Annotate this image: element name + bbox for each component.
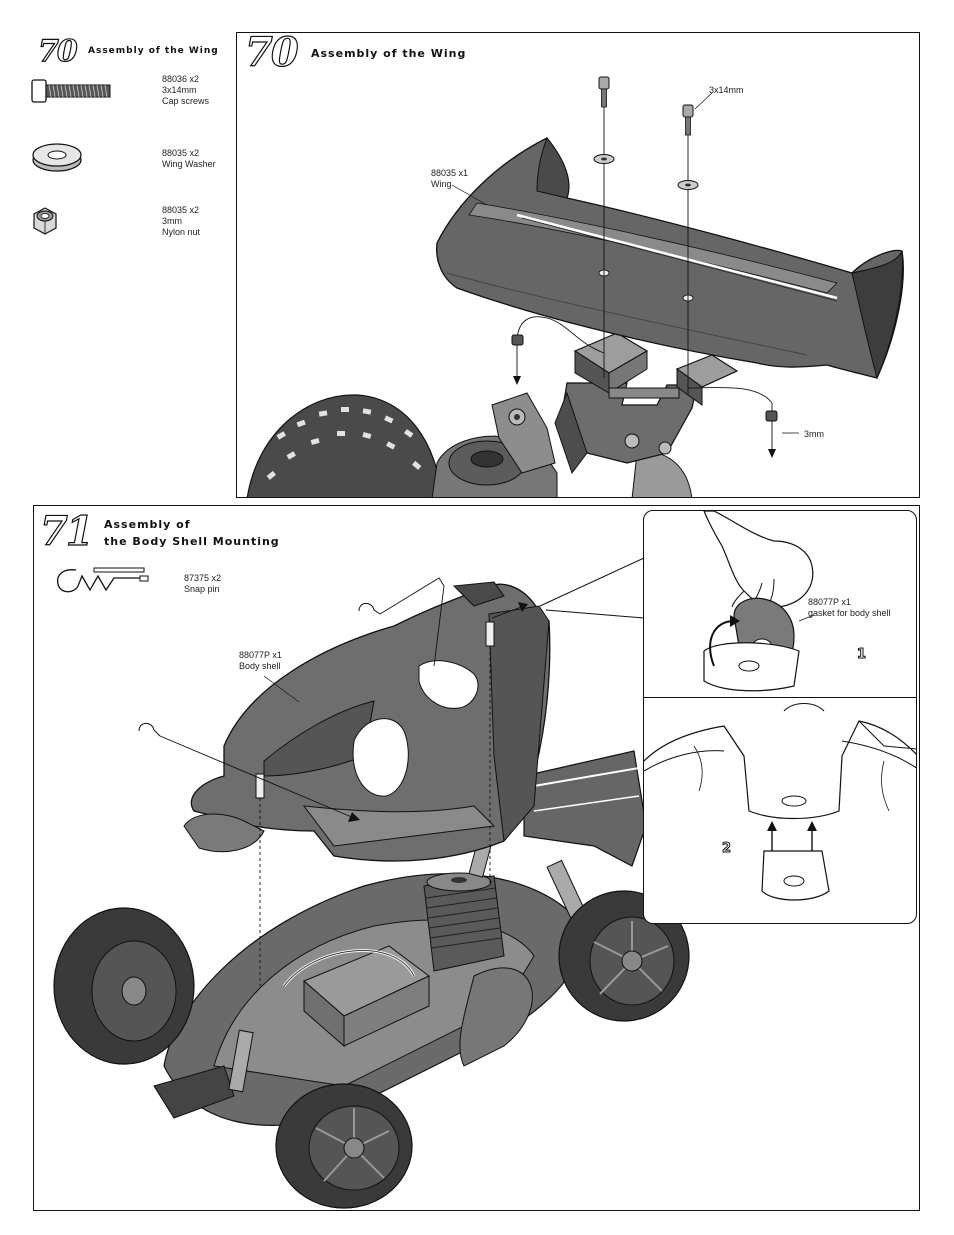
wing-drawing xyxy=(436,137,904,380)
wing-washer-icon xyxy=(30,140,84,174)
step70-diagram-number: 70 xyxy=(244,32,299,77)
rear-wing-drawing xyxy=(523,750,647,867)
step71-number: 71 xyxy=(39,507,94,555)
nut-size-label: 3mm xyxy=(804,429,824,439)
part-wing-washer-text: 88035 x2 Wing Washer xyxy=(162,148,216,169)
cap-screw-icon xyxy=(30,78,112,104)
substep-2-label: 2 xyxy=(721,841,732,857)
part-cap-screw-text: 88036 x2 3x14mm Cap screws xyxy=(162,74,210,106)
gasket-label: 88077P x1 gasket for body shell xyxy=(808,597,891,618)
step70-number: 70 xyxy=(37,33,78,69)
gasket-detail-inset: 88077P x1 gasket for body shell 1 xyxy=(643,510,917,924)
cap-screws-drawing xyxy=(593,76,699,395)
inset-divider xyxy=(644,697,916,699)
wing-part-label: 88035 x1 Wing xyxy=(431,168,469,189)
snap-pin-part-text: 87375 x2 Snap pin xyxy=(184,573,222,594)
step70-diagram-frame: 70 Assembly of the Wing xyxy=(236,32,920,498)
body-shell-label: 88077P x1 Body shell xyxy=(239,650,282,671)
front-right-wheel-drawing xyxy=(275,1083,413,1209)
front-left-wheel-drawing xyxy=(53,907,195,1065)
step70-parts-title: Assembly of the Wing xyxy=(88,46,219,56)
part-nylon-nut-text: 88035 x2 3mm Nylon nut xyxy=(162,205,201,237)
nylon-nuts-drawing xyxy=(511,316,778,458)
rear-tire-drawing xyxy=(246,394,443,497)
substep-1-label: 1 xyxy=(856,647,867,663)
step71-title: Assembly of the Body Shell Mounting xyxy=(104,518,280,548)
wing-stay-drawing xyxy=(554,332,739,475)
step70-parts-header: 70 Assembly of the Wing xyxy=(36,33,226,69)
step70-diagram-title: Assembly of the Wing xyxy=(311,47,467,60)
car-body-assembly-drawing xyxy=(53,557,690,1209)
snap-pin-icon xyxy=(54,564,150,598)
gasket-step2-drawing xyxy=(644,703,916,901)
nylon-nut-icon xyxy=(30,206,60,236)
screw-size-label: 3x14mm xyxy=(709,85,744,95)
step71-frame: 71 Assembly of the Body Shell Mounting 8… xyxy=(33,505,920,1211)
body-shell-drawing xyxy=(183,581,551,862)
snap-pins-drawing xyxy=(138,577,528,822)
gasket-step1-drawing xyxy=(703,511,815,692)
chassis-drawing xyxy=(153,834,588,1126)
wing-assembly-drawing xyxy=(246,76,904,497)
